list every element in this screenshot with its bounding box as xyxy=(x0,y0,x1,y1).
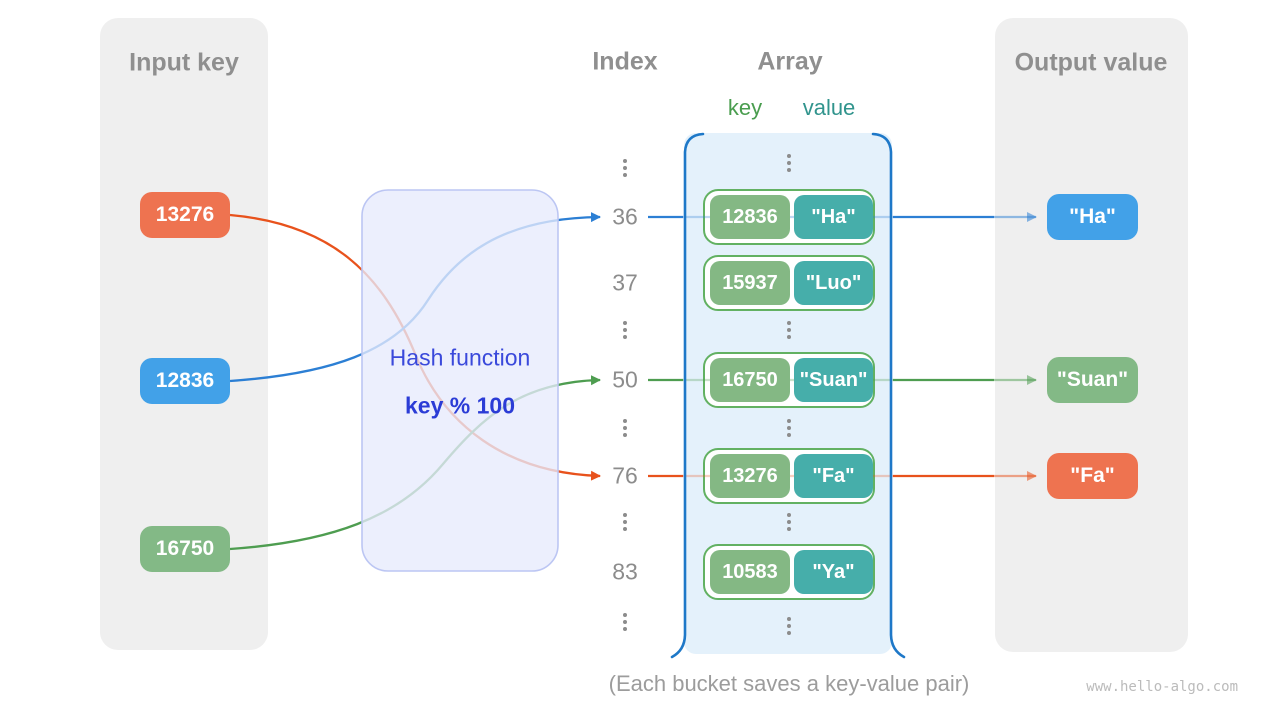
pair-chip: 15937 "Luo" xyxy=(703,255,875,311)
array-border-left xyxy=(670,132,705,659)
pair-value-box: "Luo" xyxy=(794,261,873,305)
pair-key-box: 16750 xyxy=(710,358,790,402)
pair-key-box: 15937 xyxy=(710,261,790,305)
input-key-box: 13276 xyxy=(140,192,230,238)
index-value: 36 xyxy=(612,203,638,230)
hash-function-formula: key % 100 xyxy=(405,392,515,419)
ellipsis-icon xyxy=(787,513,791,531)
input-key-box: 12836 xyxy=(140,358,230,404)
value-column-label: value xyxy=(802,95,856,120)
index-value: 83 xyxy=(612,558,638,585)
output-value-panel xyxy=(995,18,1188,652)
output-panel-title: Output value xyxy=(1014,48,1168,77)
index-value: 76 xyxy=(612,462,638,489)
ellipsis-icon xyxy=(623,613,627,631)
pair-key-box: 13276 xyxy=(710,454,790,498)
output-value-box: "Fa" xyxy=(1047,453,1138,499)
ellipsis-icon xyxy=(787,617,791,635)
ellipsis-icon xyxy=(623,513,627,531)
output-value-box: "Suan" xyxy=(1047,357,1138,403)
ellipsis-icon xyxy=(787,321,791,339)
hash-function-label: Hash function xyxy=(389,344,531,371)
caption: (Each bucket saves a key-value pair) xyxy=(608,671,970,696)
pair-value-box: "Ha" xyxy=(794,195,873,239)
input-panel-title: Input key xyxy=(129,48,239,77)
pair-key-box: 10583 xyxy=(710,550,790,594)
pair-key-box: 12836 xyxy=(710,195,790,239)
ellipsis-icon xyxy=(787,154,791,172)
pair-chip: 13276 "Fa" xyxy=(703,448,875,504)
ellipsis-icon xyxy=(623,419,627,437)
input-key-box: 16750 xyxy=(140,526,230,572)
output-value-box: "Ha" xyxy=(1047,194,1138,240)
watermark: www.hello-algo.com xyxy=(1086,679,1238,695)
array-border-right xyxy=(871,132,906,659)
key-column-label: key xyxy=(727,95,763,120)
pair-value-box: "Fa" xyxy=(794,454,873,498)
pair-value-box: "Ya" xyxy=(794,550,873,594)
ellipsis-icon xyxy=(623,321,627,339)
pair-chip: 10583 "Ya" xyxy=(703,544,875,600)
ellipsis-icon xyxy=(623,159,627,177)
pair-chip: 12836 "Ha" xyxy=(703,189,875,245)
index-column-title: Index xyxy=(592,47,658,76)
pair-value-box: "Suan" xyxy=(794,358,873,402)
index-value: 50 xyxy=(612,366,638,393)
pair-chip: 16750 "Suan" xyxy=(703,352,875,408)
array-column-title: Array xyxy=(757,47,823,76)
index-value: 37 xyxy=(612,269,638,296)
ellipsis-icon xyxy=(787,419,791,437)
hash-function-box xyxy=(361,189,559,572)
